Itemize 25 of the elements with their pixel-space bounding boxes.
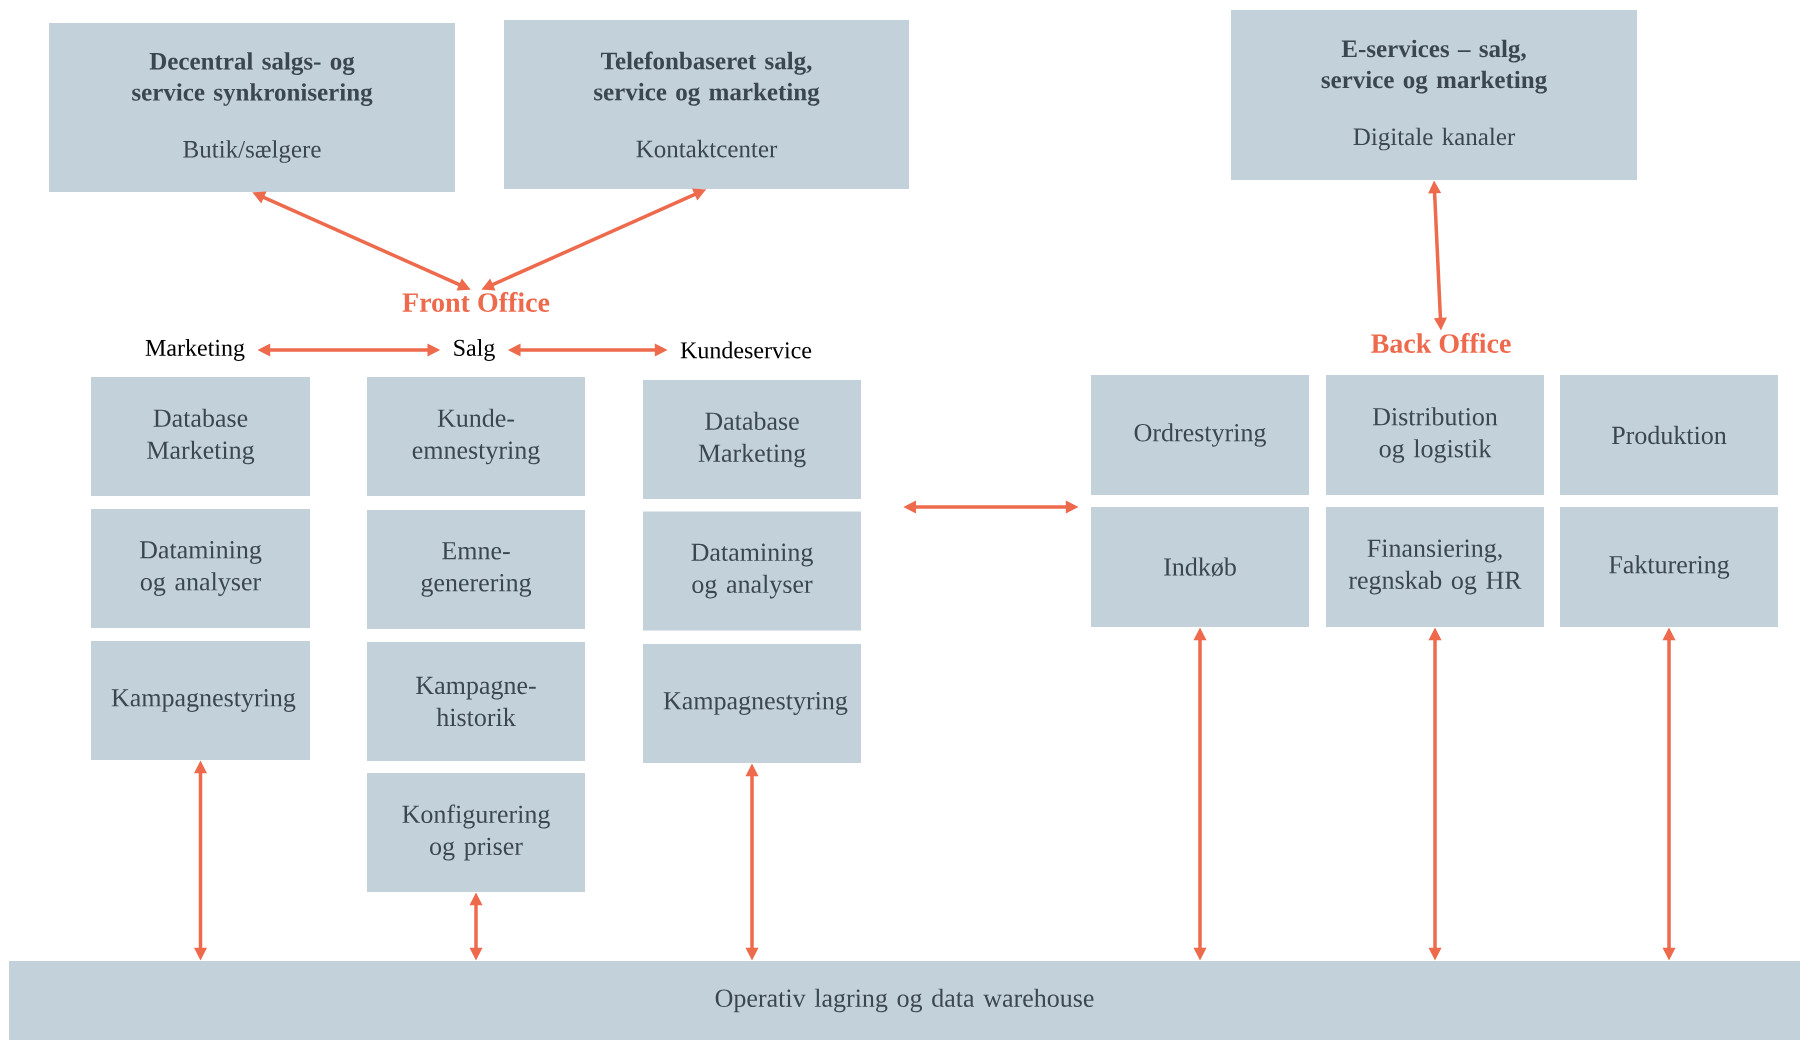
channel-box: Telefonbaseret salg, service og marketing Kontaktcenter — [504, 20, 909, 189]
function-box: Kunde- emnestyring — [367, 377, 585, 496]
function-box: Ordrestyring — [1091, 375, 1309, 495]
function-box: Kampagnestyring — [91, 641, 310, 760]
function-box: Konfigurering og priser — [367, 773, 585, 892]
function-box: Distribution og logistik — [1326, 375, 1544, 495]
column-heading: Salg — [454, 339, 495, 361]
function-box: Database Marketing — [643, 380, 861, 499]
channel-box: Decentral salgs- og service synkronisering Butik/sælgere — [49, 23, 455, 192]
column-heading: Marketing — [145, 339, 245, 361]
section-heading: Back Office — [1371, 333, 1511, 353]
function-box: Fakturering — [1560, 507, 1778, 627]
function-box: Kampagne- historik — [367, 642, 585, 761]
storage-bar: Operativ lagring og data warehouse — [9, 961, 1800, 1040]
function-box: Emne- generering — [367, 510, 585, 629]
column-heading: Kundeservice — [680, 341, 812, 359]
function-box: Datamining og analyser — [91, 509, 310, 628]
channel-box: E-services – salg, service og marketing Digitale kanaler — [1231, 10, 1637, 180]
function-box: Indkøb — [1091, 507, 1309, 627]
function-box: Database Marketing — [91, 377, 310, 496]
function-box: Datamining og analyser — [643, 511, 861, 631]
function-box: Produktion — [1560, 375, 1778, 495]
section-heading: Front Office — [402, 292, 550, 312]
function-box: Finansiering, regnskab og HR — [1326, 507, 1544, 627]
function-box: Kampagnestyring — [643, 644, 861, 763]
